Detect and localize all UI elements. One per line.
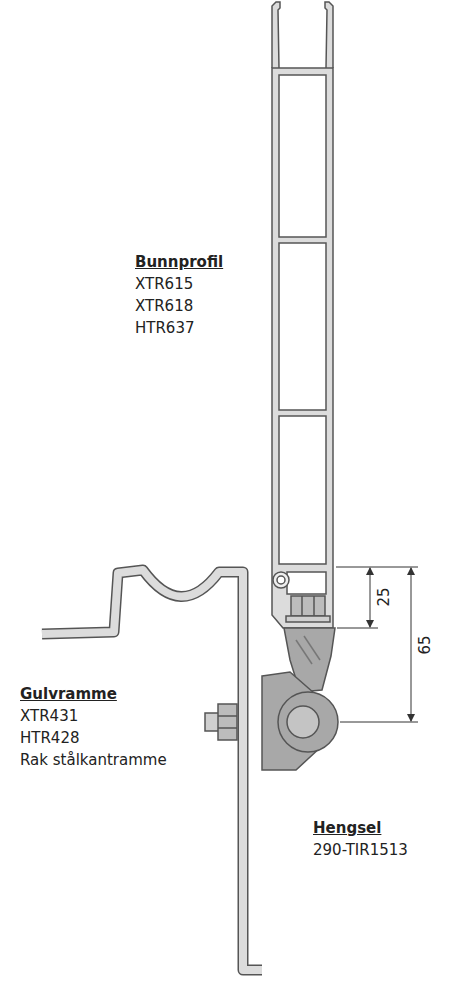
part-number: 290-TIR1513 xyxy=(313,841,408,859)
part-number: XTR618 xyxy=(135,297,193,315)
floor-frame xyxy=(42,570,262,970)
dimension-value: 65 xyxy=(415,634,433,655)
part-description: Rak stålkantramme xyxy=(20,751,167,769)
part-heading: Hengsel xyxy=(313,819,381,837)
part-number: XTR615 xyxy=(135,275,193,293)
part-number: HTR637 xyxy=(135,319,195,337)
dimension-lines xyxy=(336,567,418,722)
part-number: HTR428 xyxy=(20,729,80,747)
part-number: XTR431 xyxy=(20,707,78,725)
part-heading: Gulvramme xyxy=(20,685,117,703)
dimension-value: 25 xyxy=(374,586,392,607)
hinge xyxy=(262,628,338,770)
part-heading: Bunnprofil xyxy=(135,253,223,271)
bottom-profile xyxy=(272,2,333,628)
bolt xyxy=(205,704,237,740)
